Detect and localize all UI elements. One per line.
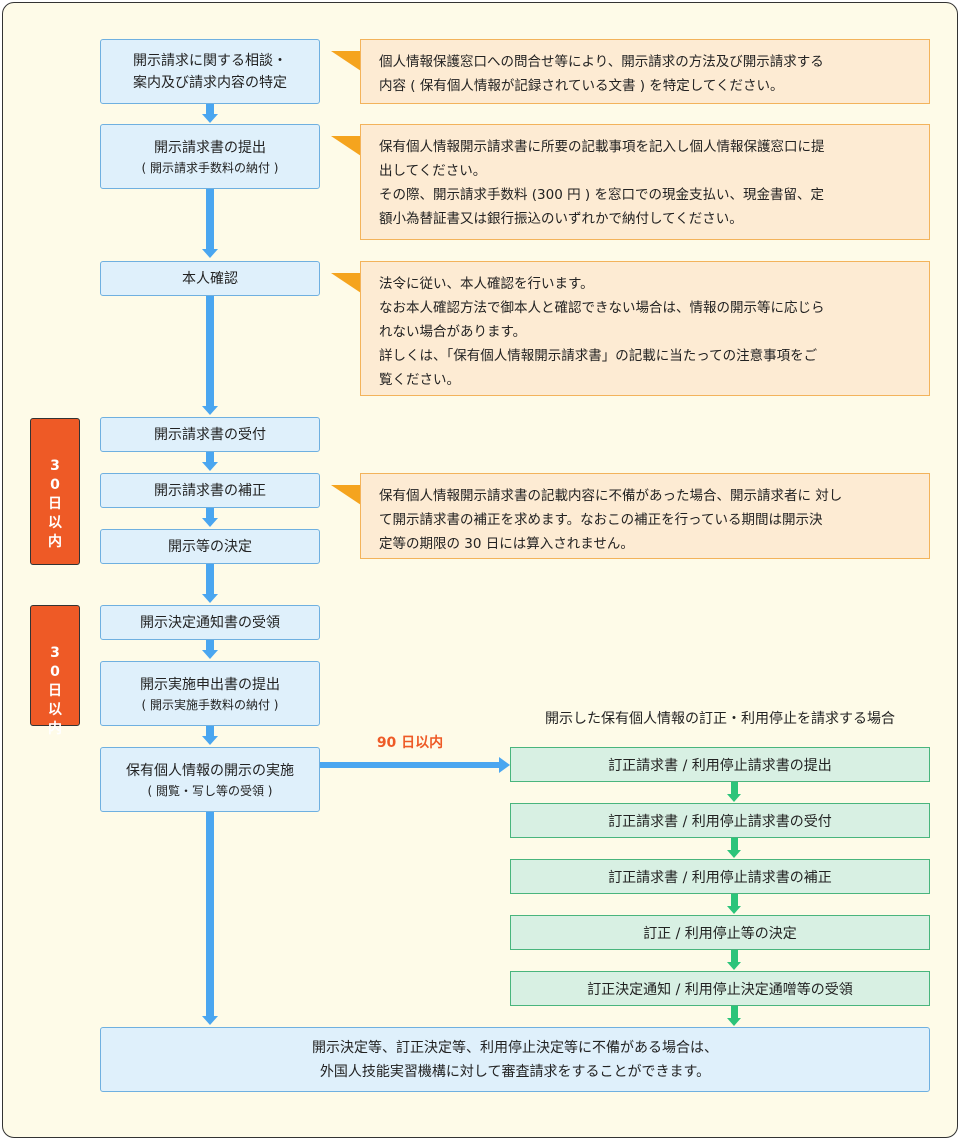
step-submit-sub: ( 開示請求手数料の納付 ) — [141, 160, 279, 175]
note-submit-line: その際、開示請求手数料 (300 円 ) を窓口での現金支払い、現金書留、定 — [379, 187, 824, 203]
step-impl-request-title: 開示実施申出書の提出 — [140, 676, 280, 693]
step-identity-title: 本人確認 — [182, 270, 238, 287]
note-identity-line: 覧ください。 — [379, 372, 460, 388]
branch-arrow-label: 90 日以内 — [376, 735, 444, 751]
note-identity-line: なお本人確認方法で御本人と確認できない場合は、情報の開示等に応じら — [379, 300, 825, 316]
arrowhead — [727, 962, 741, 970]
period-badge-second-text: 30日以内 — [48, 645, 62, 737]
note-correction: 保有個人情報開示請求書の記載内容に不備があった場合、開示請求者に 対し て開示請… — [360, 473, 930, 559]
arrowhead — [202, 650, 218, 659]
branch-arrow — [731, 950, 738, 962]
arrow-correction-to-decision — [206, 508, 214, 518]
arrowhead — [202, 594, 218, 603]
arrow-decision-to-notice — [206, 564, 214, 594]
arrowhead — [202, 249, 218, 258]
step-consult: 開示請求に関する相談・ 案内及び請求内容の特定 — [100, 39, 320, 104]
arrow-receipt-to-correction — [206, 452, 214, 462]
step-identity: 本人確認 — [100, 261, 320, 296]
step-impl-request-sub: ( 開示実施手数料の納付 ) — [141, 697, 279, 712]
note-pointer-consult — [331, 51, 361, 71]
step-decision: 開示等の決定 — [100, 529, 320, 564]
step-notice: 開示決定通知書の受領 — [100, 605, 320, 640]
branch-step-submit-label: 訂正請求書 / 利用停止請求書の提出 — [608, 757, 832, 774]
branch-arrow — [731, 894, 738, 906]
note-identity-line: れない場合があります。 — [379, 324, 527, 340]
branch-step-receipt: 訂正請求書 / 利用停止請求書の受付 — [510, 803, 930, 838]
branch-step-decision: 訂正 / 利用停止等の決定 — [510, 915, 930, 950]
note-submit-line: 保有個人情報開示請求書に所要の記載事項を記入し個人情報保護窓口に提 — [379, 139, 825, 155]
branch-caption: 開示した保有個人情報の訂正・利用停止を請求する場合 — [545, 711, 895, 727]
arrow-implementation-to-final — [206, 812, 214, 1016]
arrowhead — [727, 850, 741, 858]
arrowhead — [727, 1018, 741, 1026]
arrowhead — [202, 518, 218, 527]
branch-step-submit: 訂正請求書 / 利用停止請求書の提出 — [510, 747, 930, 782]
step-implementation: 保有個人情報の開示の実施 ( 閲覧・写し等の受領 ) — [100, 747, 320, 812]
arrow-impl-request-to-implementation — [206, 726, 214, 736]
final-box: 開示決定等、訂正決定等、利用停止決定等に不備がある場合は、 外国人技能実習機構に… — [100, 1027, 930, 1092]
arrowhead — [202, 114, 218, 123]
note-pointer-submit — [331, 136, 361, 156]
arrow-submit-to-identity — [206, 189, 214, 249]
arrow-consult-to-submit — [206, 104, 214, 114]
arrowhead — [727, 794, 741, 802]
branch-arrow — [731, 838, 738, 850]
step-decision-title: 開示等の決定 — [168, 538, 252, 555]
note-consult-line: 個人情報保護窓口への問合せ等により、開示請求の方法及び開示請求する — [379, 54, 824, 70]
note-correction-line: て開示請求書の補正を求めます。なおこの補正を行っている期間は開示決 — [379, 512, 823, 528]
note-identity: 法令に従い、本人確認を行います。 なお本人確認方法で御本人と確認できない場合は、… — [360, 261, 930, 396]
note-pointer-correction — [331, 485, 361, 505]
arrowhead — [202, 462, 218, 471]
arrow-notice-to-impl-request — [206, 640, 214, 650]
step-implementation-sub: ( 閲覧・写し等の受領 ) — [147, 783, 273, 798]
branch-arrow — [731, 1006, 738, 1018]
step-consult-line1: 開示請求に関する相談・ — [133, 52, 287, 69]
note-submit-line: 額小為替証書又は銀行振込のいずれかで納付してください。 — [379, 211, 743, 227]
period-badge-first: 30日以内 — [30, 418, 80, 565]
step-receipt: 開示請求書の受付 — [100, 417, 320, 452]
branch-step-notice: 訂正決定通知 / 利用停止決定通噌等の受領 — [510, 971, 930, 1006]
step-correction: 開示請求書の補正 — [100, 473, 320, 508]
arrowhead — [202, 1016, 218, 1025]
step-submit: 開示請求書の提出 ( 開示請求手数料の納付 ) — [100, 124, 320, 189]
branch-step-correction: 訂正請求書 / 利用停止請求書の補正 — [510, 859, 930, 894]
arrow-identity-to-receipt — [206, 296, 214, 406]
arrowhead — [499, 757, 510, 773]
step-implementation-title: 保有個人情報の開示の実施 — [126, 762, 294, 779]
note-submit: 保有個人情報開示請求書に所要の記載事項を記入し個人情報保護窓口に提 出してくださ… — [360, 124, 930, 240]
note-identity-line: 詳しくは、「保有個人情報開示請求書」の記載に当たっての注意事項をご — [379, 348, 818, 364]
final-line2: 外国人技能実習機構に対して審査請求をすることができます。 — [319, 1063, 711, 1080]
arrowhead — [202, 406, 218, 415]
step-submit-title: 開示請求書の提出 — [154, 139, 266, 156]
note-consult: 個人情報保護窓口への問合せ等により、開示請求の方法及び開示請求する 内容 ( 保… — [360, 39, 930, 104]
note-correction-line: 定等の期限の 30 日には算入されません。 — [379, 536, 634, 552]
period-badge-second: 30日以内 — [30, 605, 80, 737]
branch-step-receipt-label: 訂正請求書 / 利用停止請求書の受付 — [608, 813, 832, 830]
final-line1: 開示決定等、訂正決定等、利用停止決定等に不備がある場合は、 — [312, 1039, 718, 1056]
note-submit-line: 出してください。 — [379, 163, 487, 179]
note-pointer-identity — [331, 273, 361, 293]
branch-step-notice-label: 訂正決定通知 / 利用停止決定通噌等の受領 — [587, 981, 853, 998]
arrowhead — [727, 906, 741, 914]
step-correction-title: 開示請求書の補正 — [154, 482, 266, 499]
note-identity-line: 法令に従い、本人確認を行います。 — [379, 276, 594, 292]
note-consult-line: 内容 ( 保有個人情報が記録されている文書 ) を特定してください。 — [379, 78, 784, 94]
step-receipt-title: 開示請求書の受付 — [154, 426, 266, 443]
note-correction-line: 保有個人情報開示請求書の記載内容に不備があった場合、開示請求者に 対し — [379, 488, 843, 504]
arrowhead — [202, 736, 218, 745]
step-consult-line2: 案内及び請求内容の特定 — [133, 74, 287, 91]
branch-step-decision-label: 訂正 / 利用停止等の決定 — [643, 925, 797, 942]
branch-arrow — [731, 782, 738, 794]
step-notice-title: 開示決定通知書の受領 — [140, 614, 280, 631]
period-badge-first-text: 30日以内 — [48, 458, 62, 550]
branch-step-correction-label: 訂正請求書 / 利用停止請求書の補正 — [608, 869, 832, 886]
step-impl-request: 開示実施申出書の提出 ( 開示実施手数料の納付 ) — [100, 661, 320, 726]
arrow-to-branch — [319, 762, 500, 768]
